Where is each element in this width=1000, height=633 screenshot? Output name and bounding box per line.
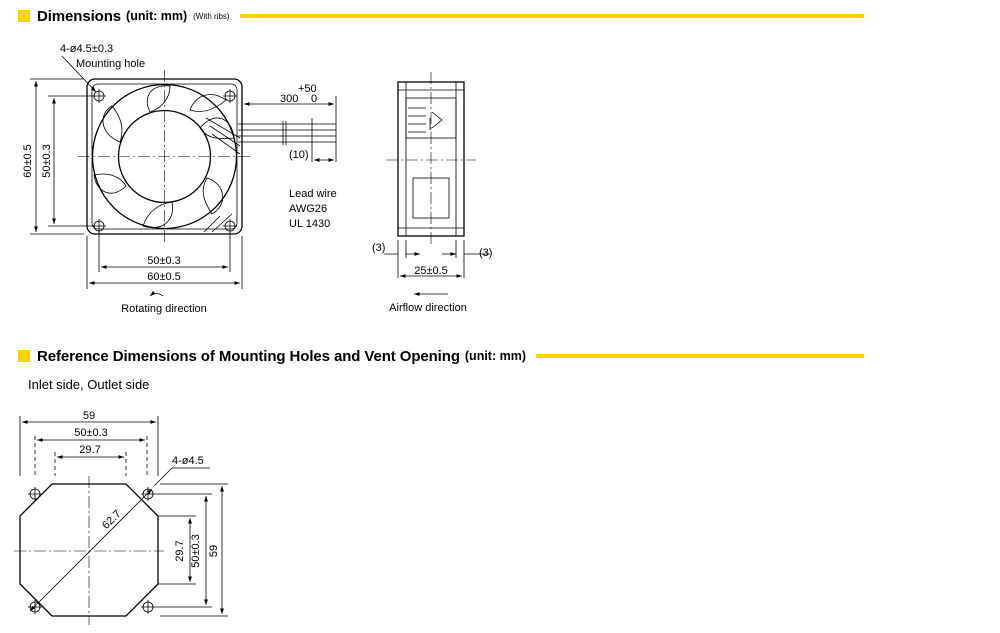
unit-label: (unit: mm) [126,9,188,23]
lead-tol-upper: +50 [298,83,317,95]
fan-front-view: 4-ø4.5±0.3 Mounting hole 60±0.5 50±0.3 5… [22,43,337,315]
hole-callout-text: 4-ø4.5±0.3 [60,43,113,55]
section-rule [536,354,864,358]
ribs-note: (With ribs) [193,11,230,21]
section-marker-square [18,10,30,22]
section-header-dimensions: Dimensions (unit: mm) (With ribs) [18,6,864,26]
overall-height-text: 59 [208,545,220,557]
fan-blades [93,85,235,228]
unit-label: (unit: mm) [464,349,526,363]
width-dimensions: 50±0.3 60±0.5 [86,232,243,289]
right-rib-text: (3) [479,247,492,259]
overall-width-text: 59 [83,410,95,422]
lead-length-dimension: 300 +50 0 (10) Lead wire AWG26 UL 1430 [244,83,337,230]
strip-length-text: (10) [289,149,309,161]
depth-text: 25±0.5 [414,265,448,277]
lead-length-text: 300 [280,93,298,105]
height-outer-text: 60±0.5 [22,144,34,178]
fan-venturi [91,83,238,230]
height-dimensions: 60±0.5 50±0.3 [22,78,95,235]
rotating-direction-label: Rotating direction [121,303,207,315]
lead-spec-line-3: UL 1430 [289,218,330,230]
opening-h-text: 29.7 [79,444,100,456]
mounting-hole-pattern: 59 50±0.3 29.7 62.7 4-ø4.5 29.7 50±0.3 5… [14,410,228,625]
opening-v-text: 29.7 [174,540,186,561]
section-title: Dimensions [37,7,122,25]
section-title: Reference Dimensions of Mounting Holes a… [37,347,460,365]
pattern-hole-callout: 4-ø4.5 [172,455,204,467]
fan-side-view: (3) (3) 25±0.5 Airflow direction [372,72,492,314]
section-marker-square [18,350,30,362]
depth-dimensions: (3) (3) 25±0.5 [372,240,492,278]
rotation-indicator: Rotating direction [121,290,207,315]
lead-wires [238,96,337,162]
hole-label-text: Mounting hole [76,58,145,70]
diagonal-text: 62.7 [100,508,124,532]
airflow-direction-label: Airflow direction [389,302,467,314]
left-rib-text: (3) [372,242,385,254]
section-header-reference: Reference Dimensions of Mounting Holes a… [18,346,864,366]
width-inner-text: 50±0.3 [147,255,181,267]
height-inner-text: 50±0.3 [41,144,53,178]
wire-guide-ribs [203,117,241,233]
lead-spec-line-1: Lead wire [289,188,337,200]
center-lines [78,70,250,242]
hole-callout: 4-ø4.5±0.3 Mounting hole [60,43,145,93]
pattern-holes [28,487,155,614]
side-center-lines [386,72,476,246]
width-outer-text: 60±0.5 [147,271,181,283]
hole-pitch-h-text: 50±0.3 [74,427,108,439]
airflow-indicator: Airflow direction [389,292,467,314]
section-rule [239,14,864,18]
view-subtitle: Inlet side, Outlet side [28,377,150,392]
lead-tol-lower: 0 [311,93,317,105]
hole-pitch-v-text: 50±0.3 [190,534,202,568]
lead-spec-line-2: AWG26 [289,203,327,215]
